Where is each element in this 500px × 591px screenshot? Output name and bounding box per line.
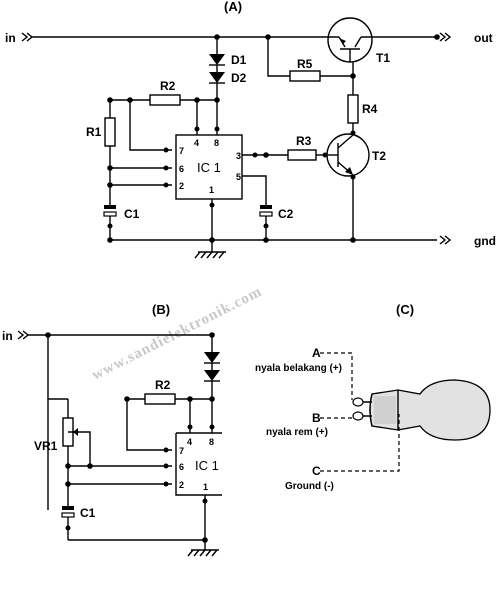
- capacitor-c1-b: C1: [61, 506, 208, 543]
- terminal-in-b: in: [2, 329, 13, 343]
- svg-text:R2: R2: [155, 378, 171, 392]
- watermark: www.sandielektronik.com: [90, 284, 265, 384]
- panel-label-a: (A): [224, 0, 242, 14]
- bulb-wire-a: A nyala belakang (+): [255, 346, 353, 400]
- svg-text:C1: C1: [80, 506, 96, 520]
- bulb: [352, 379, 491, 441]
- svg-text:nyala rem (+): nyala rem (+): [266, 427, 328, 438]
- svg-text:R1: R1: [86, 125, 102, 139]
- resistor-r1: R1: [86, 100, 172, 205]
- svg-text:T2: T2: [372, 149, 386, 163]
- svg-text:D2: D2: [231, 71, 247, 85]
- terminal-in-a: in: [5, 31, 16, 45]
- svg-text:1: 1: [209, 185, 214, 195]
- diodes-b: [204, 335, 220, 433]
- terminal-out: out: [474, 31, 493, 45]
- ic1-a: IC 1 7 6 2 4 8 3 5 1: [175, 134, 243, 240]
- bulb-wire-b: B nyala rem (+): [266, 411, 352, 438]
- resistor-r2-b: R2: [124, 378, 215, 433]
- svg-text:T1: T1: [376, 51, 390, 65]
- svg-text:IC 1: IC 1: [197, 160, 221, 175]
- potentiometer-vr1: VR1: [34, 399, 93, 487]
- svg-text:A: A: [312, 346, 321, 360]
- svg-text:7: 7: [179, 446, 184, 456]
- rail-in-a: in out: [5, 31, 493, 45]
- capacitor-c1: C1: [103, 205, 140, 240]
- svg-text:R5: R5: [297, 57, 313, 71]
- svg-text:8: 8: [214, 138, 219, 148]
- resistor-r5: R5: [267, 37, 353, 82]
- svg-text:C2: C2: [278, 207, 294, 221]
- svg-text:5: 5: [236, 172, 241, 182]
- transistor-t2: T2: [326, 130, 386, 240]
- panel-label-b: (B): [152, 302, 170, 317]
- resistor-r3: R3: [287, 134, 332, 161]
- svg-text:4: 4: [187, 437, 192, 447]
- svg-text:C: C: [312, 464, 321, 478]
- diode-d1: D1: [209, 34, 247, 67]
- svg-text:IC 1: IC 1: [195, 458, 219, 473]
- resistor-r4: R4: [347, 62, 378, 133]
- svg-text:R3: R3: [296, 134, 312, 148]
- svg-text:7: 7: [179, 146, 184, 156]
- rail-gnd-a: gnd: [107, 234, 496, 259]
- svg-text:nyala belakang (+): nyala belakang (+): [255, 363, 342, 374]
- svg-text:Ground (-): Ground (-): [285, 481, 334, 492]
- svg-text:C1: C1: [124, 207, 140, 221]
- svg-text:4: 4: [194, 138, 199, 148]
- svg-text:3: 3: [236, 151, 241, 161]
- svg-text:2: 2: [179, 480, 184, 490]
- svg-text:1: 1: [203, 482, 208, 492]
- svg-text:D1: D1: [231, 53, 247, 67]
- svg-text:6: 6: [179, 164, 184, 174]
- panel-label-c: (C): [396, 302, 414, 317]
- terminal-gnd: gnd: [474, 234, 496, 248]
- svg-text:6: 6: [179, 462, 184, 472]
- svg-text:2: 2: [179, 181, 184, 191]
- diode-d2: D2: [209, 65, 247, 135]
- svg-text:R2: R2: [160, 79, 176, 93]
- svg-text:8: 8: [209, 437, 214, 447]
- resistor-r2: R2: [107, 79, 220, 135]
- svg-text:R4: R4: [362, 102, 378, 116]
- bulb-wire-c: C Ground (-): [285, 414, 400, 492]
- ic1-b: IC 1 7 6 2 4 8 1: [175, 432, 222, 557]
- svg-text:VR1: VR1: [34, 439, 58, 453]
- svg-text:B: B: [312, 411, 321, 425]
- capacitor-c2: C2: [259, 205, 294, 240]
